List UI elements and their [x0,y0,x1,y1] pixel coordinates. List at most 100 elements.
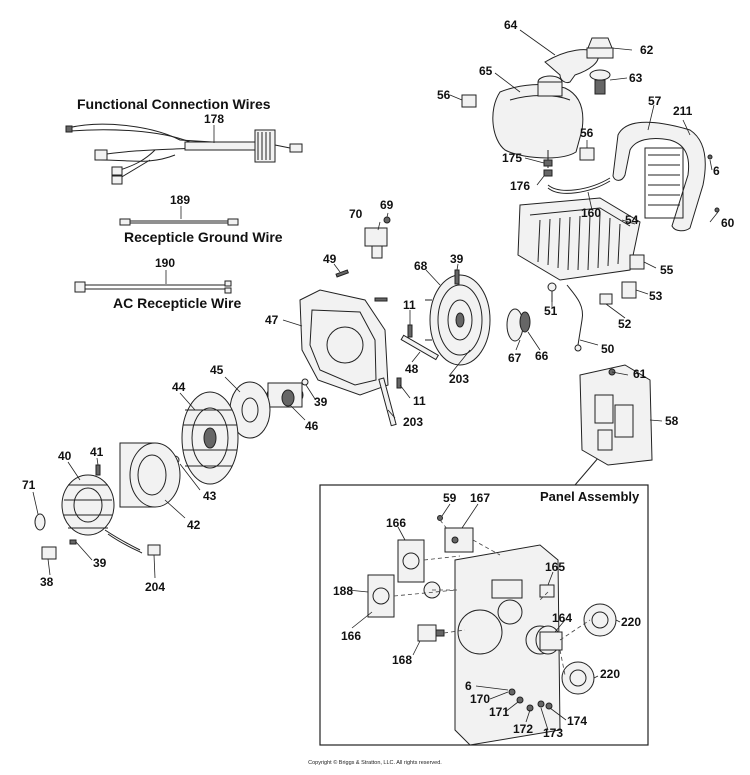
callout: 49 [323,252,337,266]
callout: 62 [640,43,654,57]
title-functional-connection-wires: Functional Connection Wires [77,96,271,112]
callout: 171 [489,705,510,719]
wire-50 [566,284,584,346]
screw-170 [508,688,516,696]
inverter-54 [517,197,641,281]
callout: 6 [465,679,472,693]
callout: 71 [22,478,36,492]
clip-56b [579,147,595,161]
callout: 203 [449,372,470,386]
recoil-starter-68 [425,274,491,366]
callout: 66 [535,349,549,363]
bolt-173 [537,700,545,708]
callout: 39 [93,556,107,570]
callout: 176 [510,179,531,193]
callout: 11 [403,298,416,312]
callout: 51 [544,304,558,318]
callout: 189 [170,193,191,207]
callout: 67 [508,351,522,365]
ignition-coil-70 [364,216,391,259]
callout: 165 [545,560,566,574]
callout: 68 [414,259,428,273]
stator-40 [61,474,143,554]
callout: 64 [504,18,518,32]
callout: 53 [649,289,663,303]
callout: 174 [567,714,588,728]
callout: 58 [665,414,679,428]
bolt-11a [407,324,413,338]
bolt-39-low [69,539,77,545]
connector-204 [147,544,161,556]
circuit-breaker-167 [444,527,474,553]
copyright-notice: Copyright © Briggs & Stratton, LLC. All … [308,760,442,766]
callout: 60 [721,216,735,230]
callout: 63 [629,71,643,85]
title-receptacle-ground-wire: Recepticle Ground Wire [124,229,283,245]
bar-48 [400,334,440,361]
callout: 164 [552,611,573,625]
callout: 166 [341,629,362,643]
clip-56a [461,94,477,108]
callout: 6 [713,164,720,178]
callout: 42 [187,518,201,532]
callout: 178 [204,112,225,126]
callout: 57 [648,94,662,108]
rotor-46 [266,382,304,408]
screw-59 [437,515,443,521]
callout: 52 [618,317,632,331]
washer-71 [34,513,46,531]
panel-assembly-frame [319,484,649,746]
callout: 220 [600,667,621,681]
bolt-39-mid [301,378,309,386]
callout: 188 [333,584,354,598]
callout: 59 [443,491,457,505]
callout: 175 [502,151,523,165]
callout: 167 [470,491,491,505]
receptacle-166b [367,574,395,618]
callout: 44 [172,380,186,394]
stud-49 [335,269,349,278]
receptacle-166a [397,539,425,583]
callout: 46 [305,419,319,433]
switch-165 [539,584,555,598]
cover-220a [583,603,617,637]
callout: 41 [90,445,104,459]
cover-220b [561,661,595,695]
title-panel-assembly: Panel Assembly [540,489,640,504]
callout: 43 [203,489,217,503]
washer-174 [545,702,553,710]
bolt-39-top [454,269,460,285]
callout: 190 [155,256,176,270]
callout: 61 [633,367,647,381]
callout: 50 [601,342,615,356]
starter-handle-67 [506,308,531,342]
callout: 204 [145,580,166,594]
ground-wire-189 [119,206,239,226]
title-ac-receptacle-wire: AC Recepticle Wire [113,295,242,311]
callout: 211 [673,104,693,118]
callout: 39 [314,395,328,409]
bolt-51 [547,282,557,302]
fuel-line-160 [547,177,611,191]
callout: 173 [543,726,564,740]
connector-38 [41,546,57,560]
callout: 38 [40,575,54,589]
callout: 56 [580,126,594,140]
front-panel [454,544,561,746]
fuel-cap-62 [586,37,614,59]
outlet-164 [535,625,563,655]
callout: 160 [581,206,602,220]
callout: 40 [58,449,72,463]
callout: 56 [437,88,451,102]
callout: 168 [392,653,413,667]
part-53 [621,281,637,299]
callout: 48 [405,362,419,376]
washer-171 [516,696,524,704]
bolt-11b [396,377,402,389]
handle-57 [612,121,720,232]
leader-lines [32,29,719,731]
callout: 65 [479,64,493,78]
part-55 [629,254,645,270]
callout: 70 [349,207,363,221]
